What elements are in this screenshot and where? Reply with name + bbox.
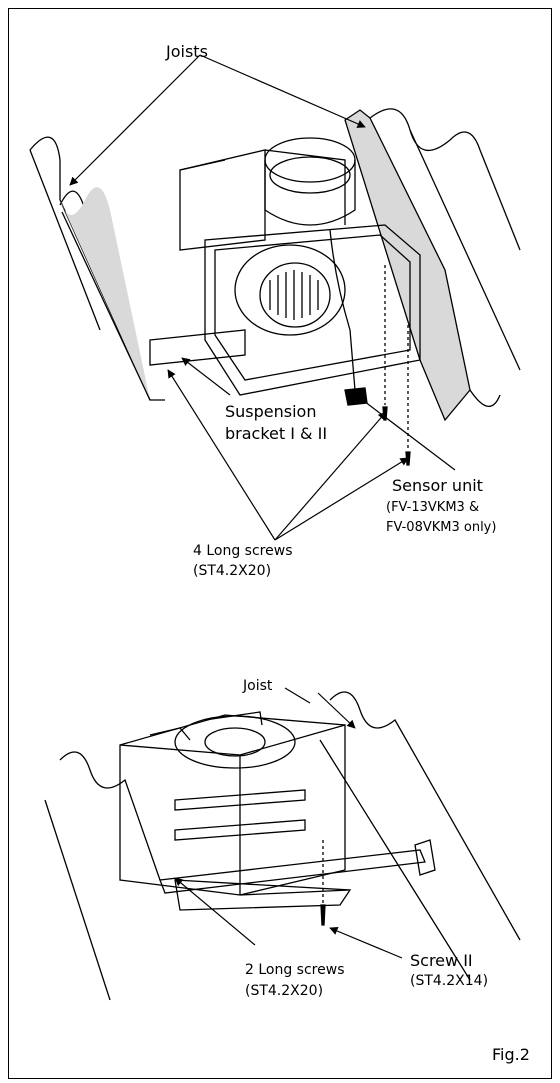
top-assembly-illustration	[29, 108, 521, 466]
duct-collar	[264, 137, 356, 226]
top-leader-lines	[69, 54, 456, 541]
sensor-arrow	[355, 394, 456, 471]
top-long-screws-spec: (ST4.2X20)	[193, 563, 272, 579]
screw-ii-label: Screw II	[410, 951, 473, 970]
figure-number: Fig.2	[492, 1045, 530, 1064]
joist-leader	[284, 687, 311, 704]
bottom-long-screws-label: 2 Long screws	[245, 962, 345, 978]
bottom-bracket	[159, 839, 436, 911]
joists-arrow-right	[199, 54, 366, 128]
bottom-assembly-illustration	[44, 691, 521, 1001]
suspension-bracket-label-line1: Suspension	[225, 402, 317, 421]
bottom-long-screws-spec: (ST4.2X20)	[245, 983, 324, 999]
sensor-cable	[329, 229, 356, 391]
bottom-long-screws-arrow	[174, 877, 256, 946]
bottom-leader-lines	[174, 687, 403, 959]
housing-box	[179, 149, 346, 251]
long-screws-arrow-1	[167, 369, 276, 541]
left-joist-shape	[29, 136, 165, 401]
bottom-joists	[44, 691, 521, 1001]
mounting-frame	[149, 224, 421, 396]
top-long-screws-label: 4 Long screws	[193, 543, 293, 559]
sensor-models-line2: FV-08VKM3 only)	[386, 520, 497, 535]
right-joist-shape	[344, 108, 521, 422]
long-screws-arrow-3	[274, 457, 409, 541]
joist-label: Joist	[243, 678, 273, 694]
joists-label: Joists	[166, 42, 208, 61]
suspension-arrow	[181, 357, 231, 396]
fan-wheel	[234, 244, 346, 336]
suspension-bracket-label-line2: bracket I & II	[225, 424, 328, 443]
sensor-models-line1: (FV-13VKM3 &	[386, 500, 480, 515]
screw-ii-arrow	[329, 927, 403, 959]
bottom-housing	[119, 711, 346, 896]
long-screws-arrow-2	[274, 411, 387, 541]
bottom-screw-shape	[320, 904, 326, 926]
joists-arrow-left	[69, 54, 201, 186]
joist-arrow	[317, 692, 356, 729]
sensor-unit-shape	[344, 387, 368, 406]
sensor-unit-label: Sensor unit	[392, 476, 483, 495]
figure-frame	[8, 8, 552, 1079]
screw-ii-spec: (ST4.2X14)	[410, 973, 489, 989]
